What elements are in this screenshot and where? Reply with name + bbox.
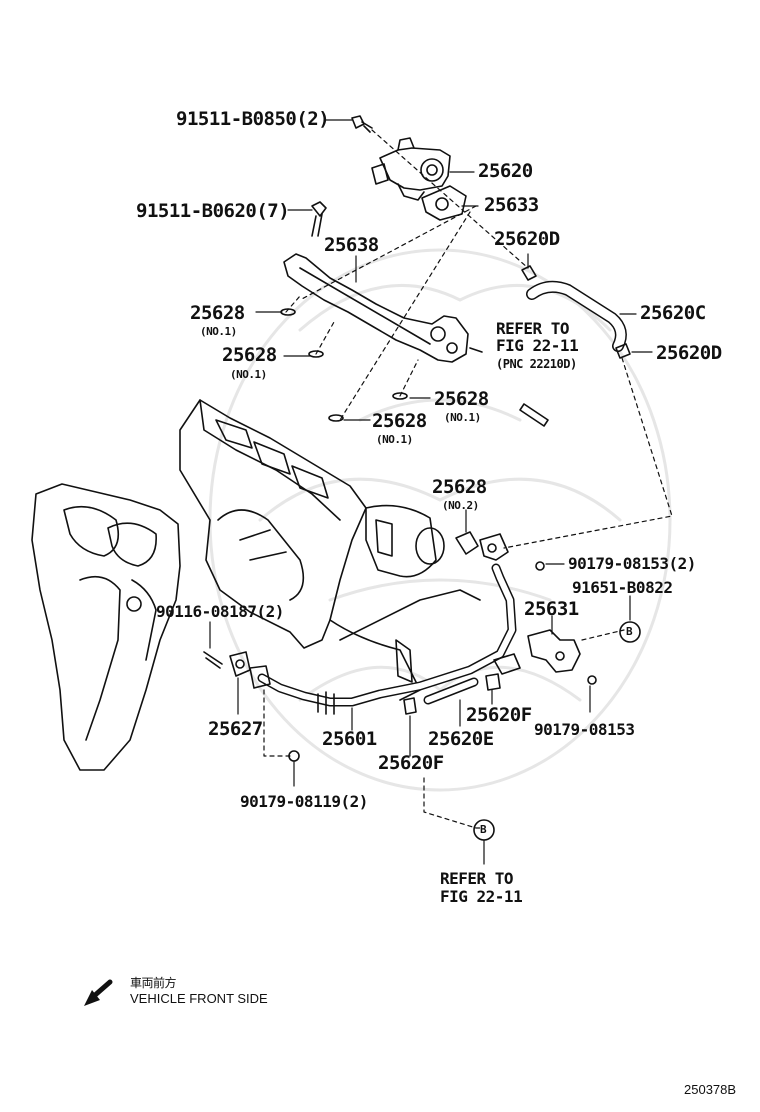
label-91651-b0822: 91651-B0822 — [572, 578, 673, 597]
label-25620c: 25620C — [640, 302, 706, 324]
egr-pipe-25601 — [249, 563, 517, 715]
bolt-b0620 — [311, 201, 327, 237]
label-25628-e: 25628 — [432, 476, 487, 498]
label-25628-d-note: (NO.1) — [376, 433, 413, 446]
label-90179-08119: 90179-08119(2) — [240, 792, 368, 811]
label-91511-b0620: 91511-B0620(7) — [136, 200, 290, 222]
refer-top-line2: FIG 22-11 — [496, 336, 579, 355]
leader-lines — [209, 119, 653, 787]
nut-90179-08153 — [587, 675, 597, 685]
label-91511-b0850: 91511-B0850(2) — [176, 108, 330, 130]
callout-circle-b-right — [619, 621, 641, 643]
label-25628-e-note: (NO.2) — [442, 499, 479, 512]
label-25631: 25631 — [524, 598, 579, 620]
label-25628-c: 25628 — [434, 388, 489, 410]
label-25628-a-note: (NO.1) — [200, 325, 237, 338]
hose-25620e — [403, 673, 501, 715]
bolt-b0850 — [351, 115, 373, 133]
gaskets-25628 — [280, 308, 408, 422]
bracket-25631 — [527, 629, 581, 673]
ref-pipe-stub — [519, 403, 549, 427]
hose-25620c — [521, 265, 631, 359]
label-25628-c-note: (NO.1) — [444, 411, 481, 424]
label-25628-d: 25628 — [372, 410, 427, 432]
callout-b-bottom: B — [480, 823, 487, 836]
label-25620: 25620 — [478, 160, 533, 182]
egr-valve — [371, 137, 451, 201]
label-90116-08187: 90116-08187(2) — [156, 602, 284, 621]
callout-b-right: B — [626, 625, 633, 638]
front-arrow-shaft — [91, 979, 113, 999]
figure-id: 250378B — [684, 1082, 737, 1097]
label-25620e: 25620E — [428, 728, 494, 750]
label-25620d-right: 25620D — [656, 342, 722, 364]
stud-90116 — [203, 651, 223, 669]
label-25620f-a: 25620F — [466, 704, 532, 726]
watermark — [208, 248, 672, 792]
legend-japanese: 車両前方 — [130, 976, 177, 990]
label-25601: 25601 — [322, 728, 377, 750]
label-90179-08153-2: 90179-08153(2) — [568, 554, 696, 573]
pipe-flange — [455, 531, 509, 561]
refer-bottom-line1: REFER TO — [440, 869, 514, 888]
label-90179-08153: 90179-08153 — [534, 720, 635, 739]
front-arrow-head — [84, 990, 100, 1006]
label-25638: 25638 — [324, 234, 379, 256]
label-25633: 25633 — [484, 194, 539, 216]
label-25620f-b: 25620F — [378, 752, 444, 774]
pipe-mount — [493, 653, 521, 675]
legend-english: VEHICLE FRONT SIDE — [130, 991, 268, 1006]
refer-top-line3: (PNC 22210D) — [496, 357, 577, 371]
engine-block — [179, 399, 481, 701]
label-25628-b-note: (NO.1) — [230, 368, 267, 381]
label-25620d-top: 25620D — [494, 228, 560, 250]
refer-bottom-line2: FIG 22-11 — [440, 887, 523, 906]
exhaust-manifold — [31, 483, 181, 771]
pipe-25638 — [283, 253, 483, 363]
label-25628-b: 25628 — [222, 344, 277, 366]
refer-top-line1: REFER TO — [496, 319, 570, 338]
label-25628-a: 25628 — [190, 302, 245, 324]
gasket-25627 — [229, 651, 251, 677]
dashed-lines — [263, 129, 673, 829]
nut-90179-08153-2 — [535, 561, 545, 571]
label-25627: 25627 — [208, 718, 263, 740]
